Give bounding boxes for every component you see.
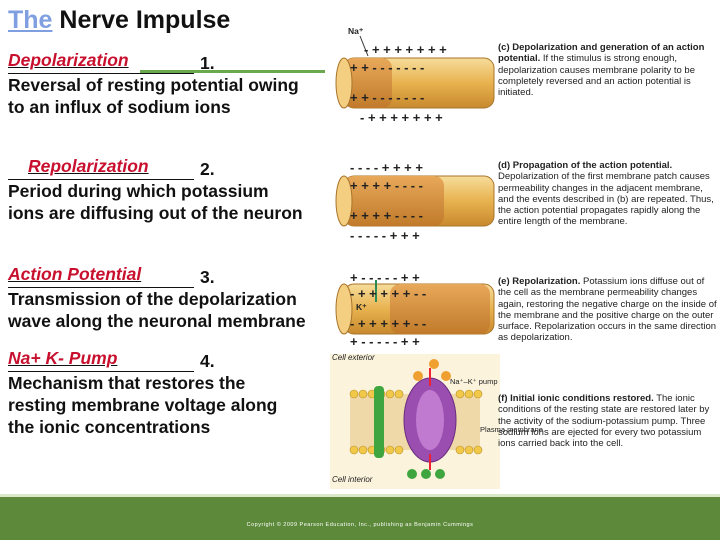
caption-f: (f) Initial ionic conditions restored. T… xyxy=(498,393,718,449)
answer-4: Na+ K- Pump xyxy=(8,347,117,369)
item-text-2: Period during which potassium ions are d… xyxy=(8,181,303,223)
title-prefix: The xyxy=(8,6,52,34)
item-text-4: Mechanism that restores the resting memb… xyxy=(8,373,277,437)
panel-d-axon: - - - - + + + + + + + + - - - - + + + + … xyxy=(336,160,494,243)
answer-1: Depolarization xyxy=(8,49,129,71)
svg-text:+ - - - - - + +: + - - - - - + + xyxy=(350,270,420,285)
item-number-1: 1. xyxy=(200,53,215,73)
svg-text:- + + + + + - -: - + + + + + - - xyxy=(350,316,426,331)
svg-text:- + + + + + - -: - + + + + + - - xyxy=(350,286,426,301)
svg-text:- - - - - + + +: - - - - - + + + xyxy=(350,228,420,243)
item-text-1: Reversal of resting potential owing to a… xyxy=(8,75,299,117)
k-label: K⁺ xyxy=(356,302,367,312)
caption-c: (c) Depolarization and generation of an … xyxy=(498,42,718,98)
answer-blank-1: Depolarization 1. xyxy=(8,52,308,74)
svg-text:- - - - + + + +: - - - - + + + + xyxy=(350,160,423,175)
svg-text:+ + - - - - - - -: + + - - - - - - - xyxy=(350,90,424,105)
item-number-4: 4. xyxy=(200,351,215,371)
question-item-1: Depolarization 1. Reversal of resting po… xyxy=(8,52,308,118)
title-text: Nerve Impulse xyxy=(59,6,230,34)
pump-label: Na⁺–K⁺ pump xyxy=(450,377,498,386)
answer-blank-2: Repolarization 2. xyxy=(8,158,308,180)
item-text-3: Transmission of the depolarization wave … xyxy=(8,289,306,331)
answer-blank-4: Na+ K- Pump 4. xyxy=(8,350,308,372)
answer-3: Action Potential xyxy=(8,263,141,285)
question-item-2: Repolarization 2. Period during which po… xyxy=(8,158,308,224)
svg-text:- + + + + + + +: - + + + + + + + xyxy=(360,110,443,125)
caption-e: (e) Repolarization. Potassium ions diffu… xyxy=(498,276,718,344)
svg-text:+ + + + - - - -: + + + + - - - - xyxy=(350,208,423,223)
answer-blank-3: Action Potential 3. xyxy=(8,266,308,288)
cell-interior-label: Cell interior xyxy=(332,475,373,484)
copyright-text: Copyright © 2009 Pearson Education, Inc.… xyxy=(0,522,720,528)
page-title: The Nerve Impulse xyxy=(8,6,230,35)
caption-d: (d) Propagation of the action potential.… xyxy=(498,160,718,228)
svg-text:+ - - - - - + +: + - - - - - + + xyxy=(350,334,420,349)
svg-text:- + + + + + + +: - + + + + + + + xyxy=(364,42,447,57)
svg-text:+ + + + - - - -: + + + + - - - - xyxy=(350,178,423,193)
answer-2: Repolarization xyxy=(28,155,149,177)
panel-e-axon: K⁺ + - - - - - + + - + + + + + - - - + +… xyxy=(336,270,494,349)
question-item-3: Action Potential 3. Transmission of the … xyxy=(8,266,308,332)
item-number-2: 2. xyxy=(200,159,215,179)
cell-exterior-label: Cell exterior xyxy=(332,353,375,362)
na-label: Na⁺ xyxy=(348,26,364,36)
item-number-3: 3. xyxy=(200,267,215,287)
question-item-4: Na+ K- Pump 4. Mechanism that restores t… xyxy=(8,350,308,438)
svg-text:+ + - - - - - - -: + + - - - - - - - xyxy=(350,60,424,75)
panel-c-axon: Na⁺ - + + + + + + + + + - - - - - - - + … xyxy=(336,26,494,125)
footer-bar xyxy=(0,497,720,540)
